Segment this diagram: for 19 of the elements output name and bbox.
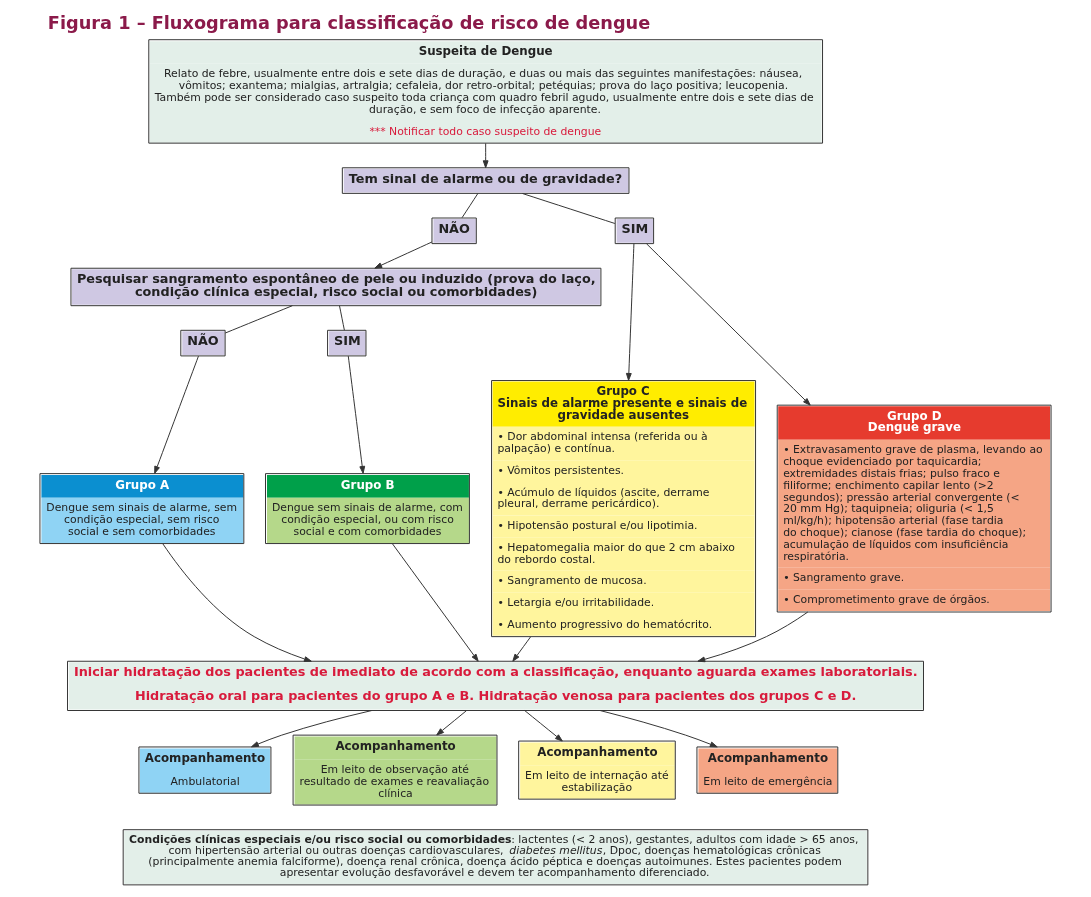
arrow xyxy=(697,611,809,663)
connector xyxy=(224,305,293,334)
arrow xyxy=(251,710,373,748)
diagram-title: Figura 1 – Fluxograma para classificação de risco de dengue xyxy=(47,13,651,34)
connector xyxy=(461,193,479,219)
arrow xyxy=(391,543,479,662)
arrow xyxy=(154,355,199,474)
arrow xyxy=(625,243,635,381)
arrow xyxy=(599,710,718,748)
connector xyxy=(521,193,616,224)
connector xyxy=(339,305,345,331)
arrow xyxy=(347,355,366,474)
arrow xyxy=(482,142,489,169)
arrow xyxy=(524,710,563,742)
arrow xyxy=(512,636,531,662)
arrow xyxy=(436,710,467,736)
arrow xyxy=(374,241,433,269)
arrow xyxy=(645,243,811,406)
arrow xyxy=(162,543,312,662)
